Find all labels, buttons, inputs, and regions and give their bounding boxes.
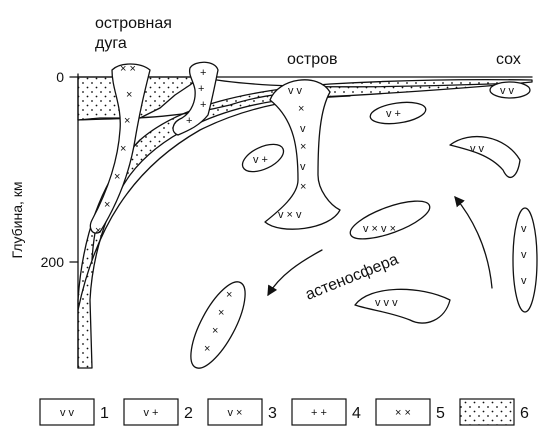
svg-text:v: v — [521, 249, 527, 261]
legend-item-2: v + 2 — [124, 399, 193, 425]
svg-text:×: × — [226, 289, 232, 301]
ridge-label: сох — [496, 51, 521, 68]
svg-text:v v v: v v v — [375, 297, 398, 309]
island-arc-label: островная — [95, 15, 172, 32]
tick-label-200: 200 — [41, 254, 65, 270]
legend-item-1: v v 1 — [40, 399, 109, 425]
svg-text:×: × — [95, 225, 101, 237]
svg-text:v × v ×: v × v × — [363, 223, 396, 235]
svg-text:v +: v + — [386, 108, 401, 120]
legend-item-3: v × 3 — [208, 399, 277, 425]
svg-text:×: × — [126, 89, 132, 101]
svg-text:v: v — [300, 161, 306, 173]
flow-arrow-right — [455, 197, 492, 288]
svg-text:×: × — [212, 325, 218, 337]
legend-number-2: 2 — [184, 405, 193, 422]
svg-text:v v: v v — [288, 85, 303, 97]
svg-text:×: × — [120, 143, 126, 155]
svg-text:v: v — [521, 223, 527, 235]
svg-text:v +: v + — [253, 154, 268, 166]
depth-axis-label: Глубина, км — [9, 181, 25, 258]
legend-symbols-1: v v — [60, 407, 75, 419]
legend-symbols-4: + + — [311, 407, 327, 419]
legend-number-5: 5 — [436, 405, 445, 422]
svg-text:× ×: × × — [120, 63, 136, 75]
svg-text:+: + — [198, 83, 204, 95]
svg-text:v: v — [521, 275, 527, 287]
svg-text:+: + — [186, 115, 192, 127]
svg-text:×: × — [298, 103, 304, 115]
svg-text:v v: v v — [500, 85, 515, 97]
legend-number-6: 6 — [520, 405, 529, 422]
legend-item-4: + + 4 — [292, 399, 361, 425]
legend-item-5: × × 5 — [376, 399, 445, 425]
svg-text:×: × — [104, 199, 110, 211]
svg-text:v × v: v × v — [278, 209, 302, 221]
svg-text:v v: v v — [470, 143, 485, 155]
legend: v v 1 v + 2 v × 3 + + 4 × × 5 6 — [40, 399, 529, 425]
legend-number-4: 4 — [352, 405, 361, 422]
magma-body-lens-right — [450, 137, 520, 178]
svg-text:+: + — [200, 67, 206, 79]
svg-text:×: × — [204, 343, 210, 355]
svg-text:×: × — [124, 115, 130, 127]
tick-label-0: 0 — [56, 69, 64, 85]
legend-symbols-2: v + — [144, 407, 159, 419]
legend-number-1: 1 — [100, 405, 109, 422]
legend-symbols-5: × × — [395, 407, 411, 419]
island-arc-label-2: дуга — [95, 35, 127, 52]
legend-number-3: 3 — [268, 405, 277, 422]
svg-text:×: × — [218, 307, 224, 319]
depth-axis: 0 200 Глубина, км — [9, 69, 78, 368]
svg-text:×: × — [300, 141, 306, 153]
legend-item-6: 6 — [460, 399, 529, 425]
island-label: остров — [287, 51, 338, 68]
legend-symbols-3: v × — [228, 407, 243, 419]
svg-text:+: + — [200, 99, 206, 111]
magma-body-v-cross — [346, 193, 434, 246]
magma-body-lens-bottom — [355, 289, 450, 323]
svg-text:v: v — [300, 123, 306, 135]
svg-text:×: × — [114, 171, 120, 183]
svg-text:×: × — [300, 181, 306, 193]
